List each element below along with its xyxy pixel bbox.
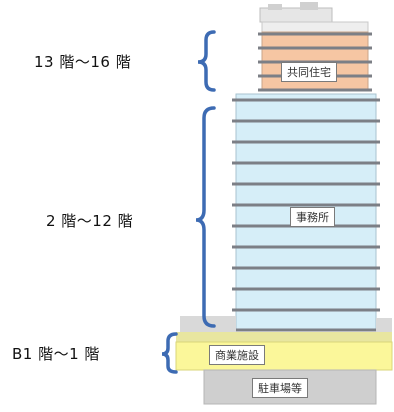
tag-parking: 駐車場等 (252, 378, 308, 398)
tag-commercial: 商業施設 (209, 345, 265, 365)
bracket-office (195, 106, 216, 328)
rooftop-equipment (259, 2, 369, 33)
tag-office: 事務所 (290, 207, 335, 227)
label-residential-floors: 13 階～16 階 (34, 53, 132, 71)
residential-block (258, 31, 372, 92)
label-commercial-floors: B1 階～1 階 (12, 345, 100, 363)
bracket-residential (197, 30, 216, 92)
label-office-floors: 2 階～12 階 (46, 212, 134, 230)
bracket-commercial (161, 332, 178, 374)
tag-residential: 共同住宅 (281, 62, 337, 82)
